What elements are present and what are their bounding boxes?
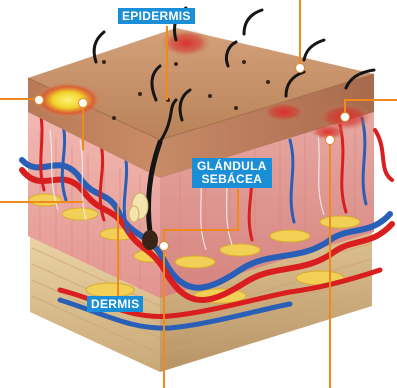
- label-epidermis: EPIDERMIS: [118, 8, 195, 24]
- label-epidermis-text: EPIDERMIS: [122, 10, 191, 22]
- label-dermis: DERMIS: [87, 296, 143, 312]
- label-glandula-line2: SEBÁCEA: [197, 173, 267, 186]
- pimple-icon: [34, 82, 102, 118]
- label-dermis-text: DERMIS: [91, 298, 139, 310]
- label-glandula-sebacea: GLÁNDULA SEBÁCEA: [192, 158, 272, 188]
